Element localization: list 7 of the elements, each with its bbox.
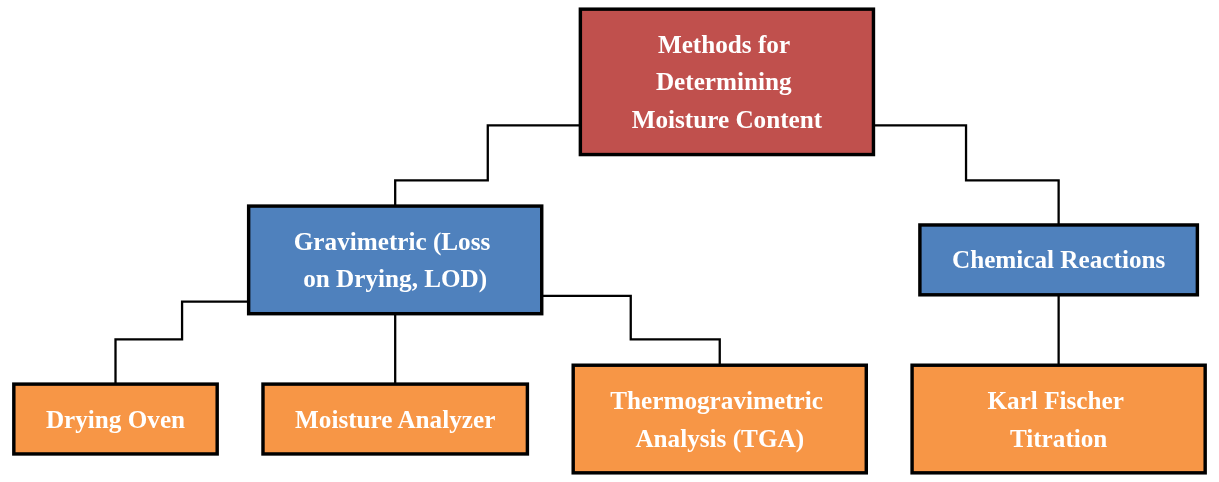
node-box: Thermogravimetric Analysis (TGA) [571, 363, 868, 475]
node-box: Moisture Analyzer [261, 382, 530, 456]
node-box: Drying Oven [12, 382, 219, 456]
node-box: Methods for Determining Moisture Content [578, 7, 876, 157]
node-box: Karl Fischer Titration [910, 363, 1207, 475]
node-box: Gravimetric (Loss on Drying, LOD) [246, 204, 544, 316]
node-box: Chemical Reactions [918, 223, 1200, 297]
